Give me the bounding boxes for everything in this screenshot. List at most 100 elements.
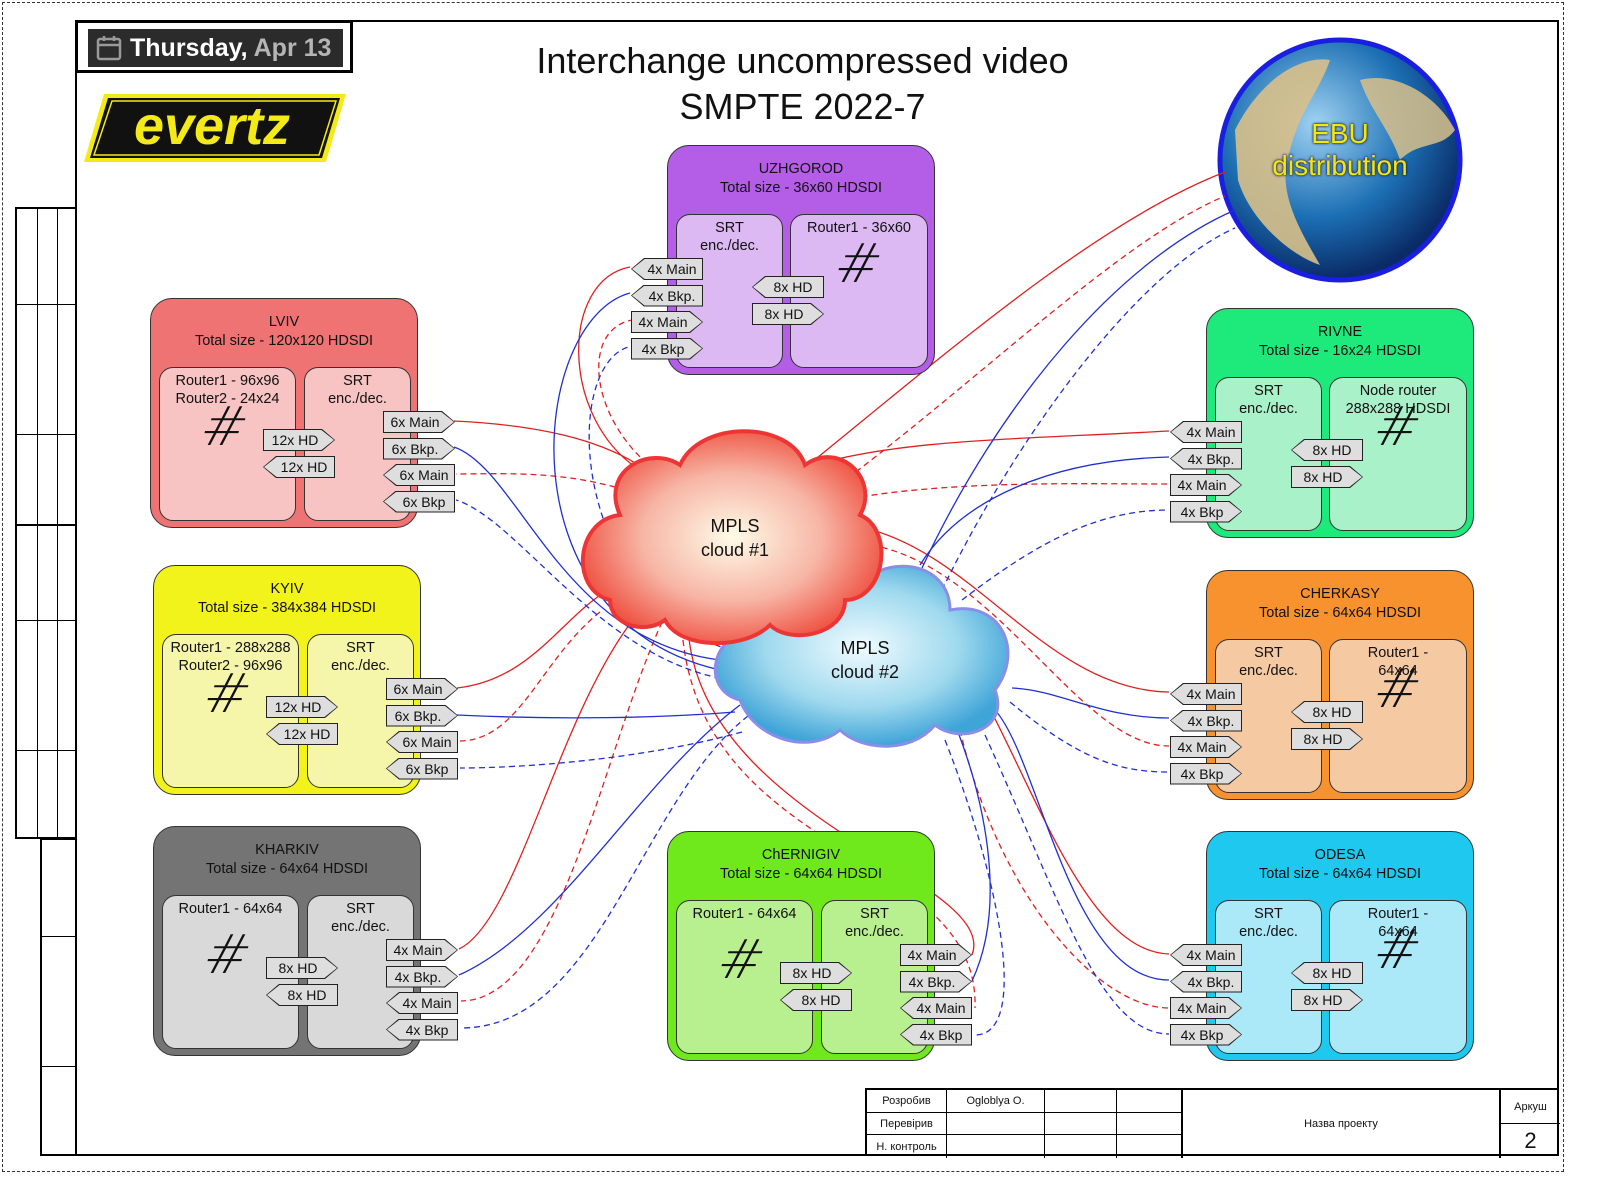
hd-port-tag: 8x HD [752, 276, 824, 298]
panel-label: SRT [346, 640, 375, 656]
link-tag-main-in[interactable]: 4x Main [1170, 474, 1242, 496]
link-tag-backup-out[interactable]: 4x Bkp. [631, 284, 703, 307]
link-tag-backup-out[interactable]: 4x Bkp. [1170, 970, 1242, 993]
link-tag-main-out[interactable]: 4x Main [386, 939, 458, 961]
link-tag-backup-in[interactable]: 4x Bkp [900, 1023, 972, 1046]
link-cherkasy-main-out [871, 529, 1170, 693]
link-cherkasy-bkp-in [1009, 701, 1170, 773]
link-kharkiv-bkp-out [458, 704, 741, 976]
link-tag-main-out[interactable]: 6x Main [386, 678, 458, 700]
link-tag-backup-out[interactable]: 4x Bkp. [386, 965, 458, 988]
control-label: Н. контроль [867, 1135, 947, 1158]
link-tag-main-out[interactable]: 4x Main [1170, 944, 1242, 966]
panel-label: Router1 - [1367, 906, 1429, 922]
router-matrix-icon: # [196, 923, 259, 986]
project-name: Назва проекту [1182, 1090, 1500, 1158]
panel-label: Router1 - 96x96 [175, 373, 280, 389]
link-tag-main-in[interactable]: 4x Main [900, 997, 972, 1019]
link-tag-backup-in[interactable]: 4x Bkp [631, 337, 703, 360]
diagram-title: Interchange uncompressed video SMPTE 202… [480, 38, 1125, 130]
link-tag-backup-in[interactable]: 6x Bkp [383, 490, 455, 513]
link-tag-backup-out[interactable]: 4x Bkp. [1170, 709, 1242, 732]
router-matrix-icon: # [827, 232, 890, 295]
link-tag-backup-in[interactable]: 6x Bkp [386, 757, 458, 780]
link-tag-main-in[interactable]: 4x Main [1170, 997, 1242, 1019]
link-tag-main-in[interactable]: 6x Main [383, 464, 455, 486]
site-total-size: Total size - 64x64 HDSDI [720, 866, 882, 882]
svg-text:evertz: evertz [134, 96, 290, 156]
link-tag-backup-out[interactable]: 6x Bkp. [383, 437, 455, 460]
link-kharkiv-bkp-in [460, 715, 749, 1029]
link-tag-main-in[interactable]: 4x Main [631, 311, 703, 333]
drawing-frame [75, 20, 1559, 1156]
link-tag-backup-in[interactable]: 4x Bkp [1170, 762, 1242, 785]
link-ebu-bkp-in [941, 227, 1236, 591]
panel-label: 64x64 [1378, 663, 1418, 679]
link-lviv-main-in [455, 473, 626, 491]
link-tag-backup-in[interactable]: 4x Bkp [386, 1018, 458, 1041]
link-tag-main-out[interactable]: 4x Main [631, 258, 703, 280]
site-total-size: Total size - 64x64 HDSDI [1259, 866, 1421, 882]
panel-label: enc./dec. [1239, 401, 1298, 417]
calendar-icon [96, 36, 122, 61]
link-ebu-bkp [921, 209, 1236, 569]
hd-port-tag: 8x HD [1291, 439, 1363, 461]
panel-label: Router1 - 36x60 [807, 220, 911, 236]
title-line-1: Interchange uncompressed video [536, 40, 1069, 81]
link-tag-backup-in[interactable]: 4x Bkp [1170, 500, 1242, 523]
link-tag-main-in[interactable]: 6x Main [386, 731, 458, 753]
evertz-logo: evertz [84, 94, 346, 162]
link-tag-backup-out[interactable]: 4x Bkp. [900, 970, 972, 993]
hd-port-tag: 8x HD [266, 957, 338, 979]
link-tag-backup-in[interactable]: 4x Bkp [1170, 1023, 1242, 1046]
link-tag-main-out[interactable]: 4x Main [900, 944, 972, 966]
panel-label: SRT [1254, 906, 1283, 922]
link-rivne-main-in [841, 483, 1170, 501]
hd-port-tag: 8x HD [752, 303, 824, 325]
sheet-label: Аркуш [1500, 1090, 1560, 1124]
panel-label: enc./dec. [1239, 663, 1298, 679]
mpls-cloud-1-shape [580, 429, 884, 646]
site-total-size: Total size - 64x64 HDSDI [206, 861, 368, 877]
link-kyiv-main-out [456, 591, 606, 689]
link-tag-main-out[interactable]: 4x Main [1170, 683, 1242, 705]
link-tag-backup-out[interactable]: 4x Bkp. [1170, 447, 1242, 470]
hd-port-tag: 8x HD [1291, 962, 1363, 984]
link-odesa-bkp-out [994, 709, 1170, 981]
panel-label: Node router [1359, 383, 1437, 399]
link-tag-main-in[interactable]: 4x Main [386, 992, 458, 1014]
panel-label: enc./dec. [845, 924, 904, 940]
link-tag-main-out[interactable]: 4x Main [1170, 421, 1242, 443]
hd-port-tag: 8x HD [1291, 701, 1363, 723]
link-rivne-bkp-in [961, 509, 1170, 601]
developed-label: Розробив [867, 1090, 947, 1113]
cloud-2-line-1: MPLS [840, 638, 890, 658]
site-total-size: Total size - 16x24 HDSDI [1259, 343, 1421, 359]
link-tag-main-out[interactable]: 6x Main [383, 411, 455, 433]
router-matrix-icon: # [1366, 657, 1429, 720]
hd-port-tag: 8x HD [780, 962, 852, 984]
link-odesa-bkp-in [984, 734, 1170, 1035]
hd-port-tag: 8x HD [1291, 989, 1363, 1011]
site-total-size: Total size - 36x60 HDSDI [720, 180, 882, 196]
panel-label: SRT [346, 901, 375, 917]
link-uzhgorod-main-out [578, 266, 641, 471]
link-cherkasy-bkp-out [1011, 687, 1170, 719]
hd-port-tag: 8x HD [780, 989, 852, 1011]
link-tag-main-in[interactable]: 4x Main [1170, 736, 1242, 758]
date-box: Thursday,Apr 13 [75, 20, 353, 73]
panel-label: Router1 - 64x64 [692, 906, 797, 922]
site-total-size: Total size - 120x120 HDSDI [194, 333, 374, 349]
hd-port-tag: 8x HD [1291, 728, 1363, 750]
link-tag-backup-out[interactable]: 6x Bkp. [386, 704, 458, 727]
link-uzhgorod-main-in [598, 319, 656, 471]
panel-label: Router2 - 96x96 [178, 658, 283, 674]
